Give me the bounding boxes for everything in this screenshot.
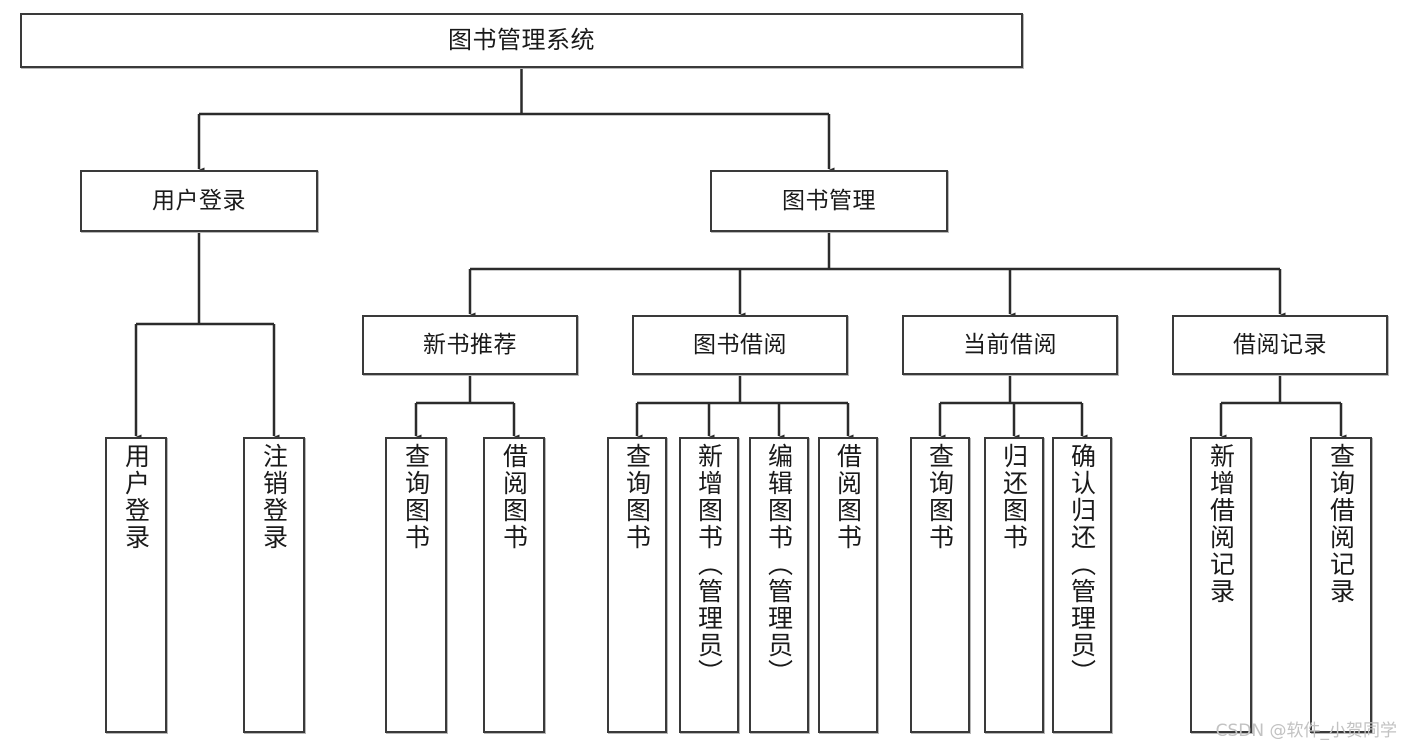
node-l_login[interactable]: 用户登录 [105, 437, 167, 733]
node-label: 图书管理系统 [448, 25, 595, 54]
node-l_bo_add[interactable]: 新增图书（管理员） [679, 437, 739, 733]
node-label: 查询图书 [401, 443, 431, 551]
node-l_cu_confirm[interactable]: 确认归还（管理员） [1052, 437, 1112, 733]
node-label: 图书管理 [782, 187, 876, 214]
node-label: 用户登录 [121, 443, 151, 551]
node-newbook[interactable]: 新书推荐 [362, 315, 578, 375]
node-label: 图书借阅 [693, 331, 787, 358]
node-l_cu_query[interactable]: 查询图书 [910, 437, 970, 733]
connector-lines [130, 68, 1347, 444]
node-label: 查询图书 [622, 443, 652, 551]
node-current[interactable]: 当前借阅 [902, 315, 1118, 375]
node-label: 借阅记录 [1233, 331, 1327, 358]
node-borrow[interactable]: 图书借阅 [632, 315, 848, 375]
node-login[interactable]: 用户登录 [80, 170, 318, 232]
node-l_re_add[interactable]: 新增借阅记录 [1190, 437, 1252, 733]
node-label: 编辑图书（管理员） [764, 443, 794, 686]
node-label: 借阅图书 [499, 443, 529, 551]
node-l_bo_edit[interactable]: 编辑图书（管理员） [749, 437, 809, 733]
node-root[interactable]: 图书管理系统 [20, 13, 1023, 68]
node-label: 新增图书（管理员） [694, 443, 724, 686]
node-l_bo_query[interactable]: 查询图书 [607, 437, 667, 733]
node-l_bo_lend[interactable]: 借阅图书 [818, 437, 878, 733]
node-records[interactable]: 借阅记录 [1172, 315, 1388, 375]
node-label: 当前借阅 [963, 331, 1057, 358]
node-bookmgr[interactable]: 图书管理 [710, 170, 948, 232]
node-label: 查询图书 [925, 443, 955, 551]
node-l_logout[interactable]: 注销登录 [243, 437, 305, 733]
node-l_nb_borrow[interactable]: 借阅图书 [483, 437, 545, 733]
node-label: 借阅图书 [833, 443, 863, 551]
node-label: 归还图书 [999, 443, 1029, 551]
node-label: 新书推荐 [423, 331, 517, 358]
node-label: 新增借阅记录 [1206, 443, 1236, 605]
node-label: 用户登录 [152, 187, 246, 214]
node-l_re_query[interactable]: 查询借阅记录 [1310, 437, 1372, 733]
watermark-text: CSDN @软件_小贺同学 [1215, 721, 1397, 741]
node-label: 查询借阅记录 [1326, 443, 1356, 605]
node-label: 注销登录 [259, 443, 289, 551]
node-l_cu_return[interactable]: 归还图书 [984, 437, 1044, 733]
node-l_nb_query[interactable]: 查询图书 [385, 437, 447, 733]
node-label: 确认归还（管理员） [1067, 443, 1097, 686]
